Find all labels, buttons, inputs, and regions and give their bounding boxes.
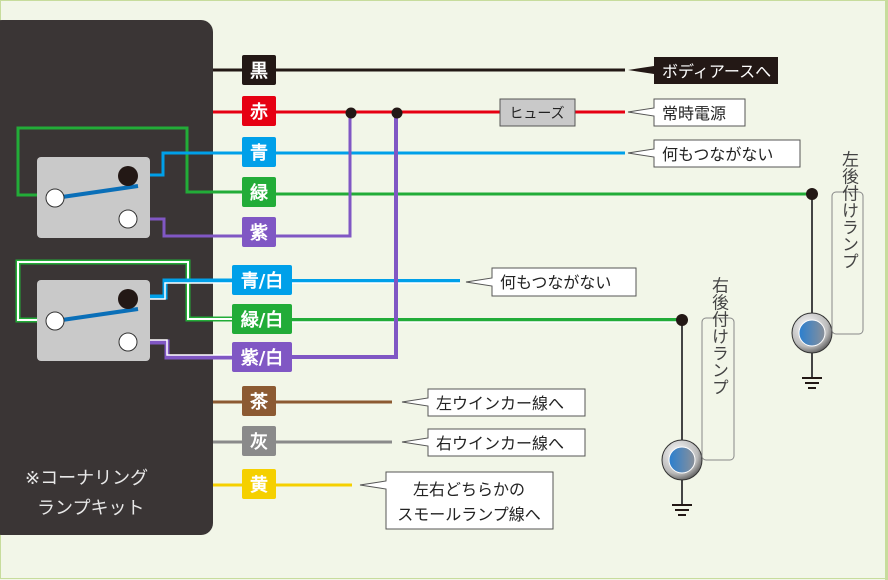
svg-text:灰: 灰 (250, 431, 268, 453)
svg-text:左右どちらかの: 左右どちらかの (413, 480, 525, 499)
svg-text:紫: 紫 (250, 222, 268, 244)
callout-body-earth: ボディアースへ (628, 57, 778, 84)
wire-label-red: 赤 (242, 96, 276, 126)
svg-text:何もつながない: 何もつながない (662, 145, 773, 164)
left-rear-lamp: 左後付けランプ (791, 150, 864, 389)
svg-text:ボディアースへ: ボディアースへ (662, 62, 771, 81)
wire-label-blue: 青 (242, 137, 276, 167)
right-rear-lamp: 右後付けランプ (661, 276, 735, 516)
kit-label-line2: ランプキット (37, 498, 144, 519)
svg-text:赤: 赤 (250, 102, 268, 123)
right-lamp-label: 右後付けランプ (708, 276, 729, 395)
callout-right-turn: 右ウインカー線へ (401, 428, 586, 457)
svg-text:緑: 緑 (250, 182, 269, 204)
svg-text:スモールランプ線へ: スモールランプ線へ (397, 505, 541, 524)
svg-text:左ウインカー線へ: 左ウインカー線へ (436, 394, 564, 413)
wires (213, 68, 812, 487)
svg-text:緑/白: 緑/白 (241, 309, 284, 331)
svg-text:ヒューズ: ヒューズ (509, 106, 564, 122)
relay-2 (15, 259, 242, 361)
fuse: ヒューズ (499, 98, 576, 127)
wire-label-black: 黒 (242, 55, 276, 85)
callout-constant-power: 常時電源 (627, 98, 746, 127)
wire-label-green: 緑 (242, 177, 276, 207)
left-lamp-label: 左後付けランプ (838, 150, 859, 269)
relay-1 (16, 126, 242, 238)
svg-text:右ウインカー線へ: 右ウインカー線へ (436, 434, 564, 453)
kit-label-line1: ※コーナリング (25, 468, 148, 489)
callout-no-connect-2: 何もつながない (465, 267, 637, 297)
wire-label-gray: 灰 (242, 426, 276, 456)
svg-text:常時電源: 常時電源 (662, 104, 726, 123)
kit-box (0, 20, 213, 535)
wire-label-brown: 茶 (242, 386, 276, 416)
wire-label-yellow: 黄 (242, 469, 276, 499)
wire-label-purple: 紫 (242, 217, 276, 247)
svg-text:何もつながない: 何もつながない (500, 273, 611, 292)
svg-text:青: 青 (250, 143, 268, 164)
svg-text:青/白: 青/白 (241, 270, 284, 292)
wire-label-blue-white: 青/白 (232, 265, 292, 295)
callout-no-connect-1: 何もつながない (627, 139, 801, 168)
svg-text:紫/白: 紫/白 (241, 347, 284, 369)
callout-left-turn: 左ウインカー線へ (401, 388, 586, 417)
svg-text:茶: 茶 (250, 391, 269, 413)
svg-text:黄: 黄 (250, 474, 268, 496)
svg-text:黒: 黒 (250, 61, 268, 82)
wire-label-purple-white: 紫/白 (232, 342, 292, 372)
wire-label-green-white: 緑/白 (232, 304, 292, 334)
